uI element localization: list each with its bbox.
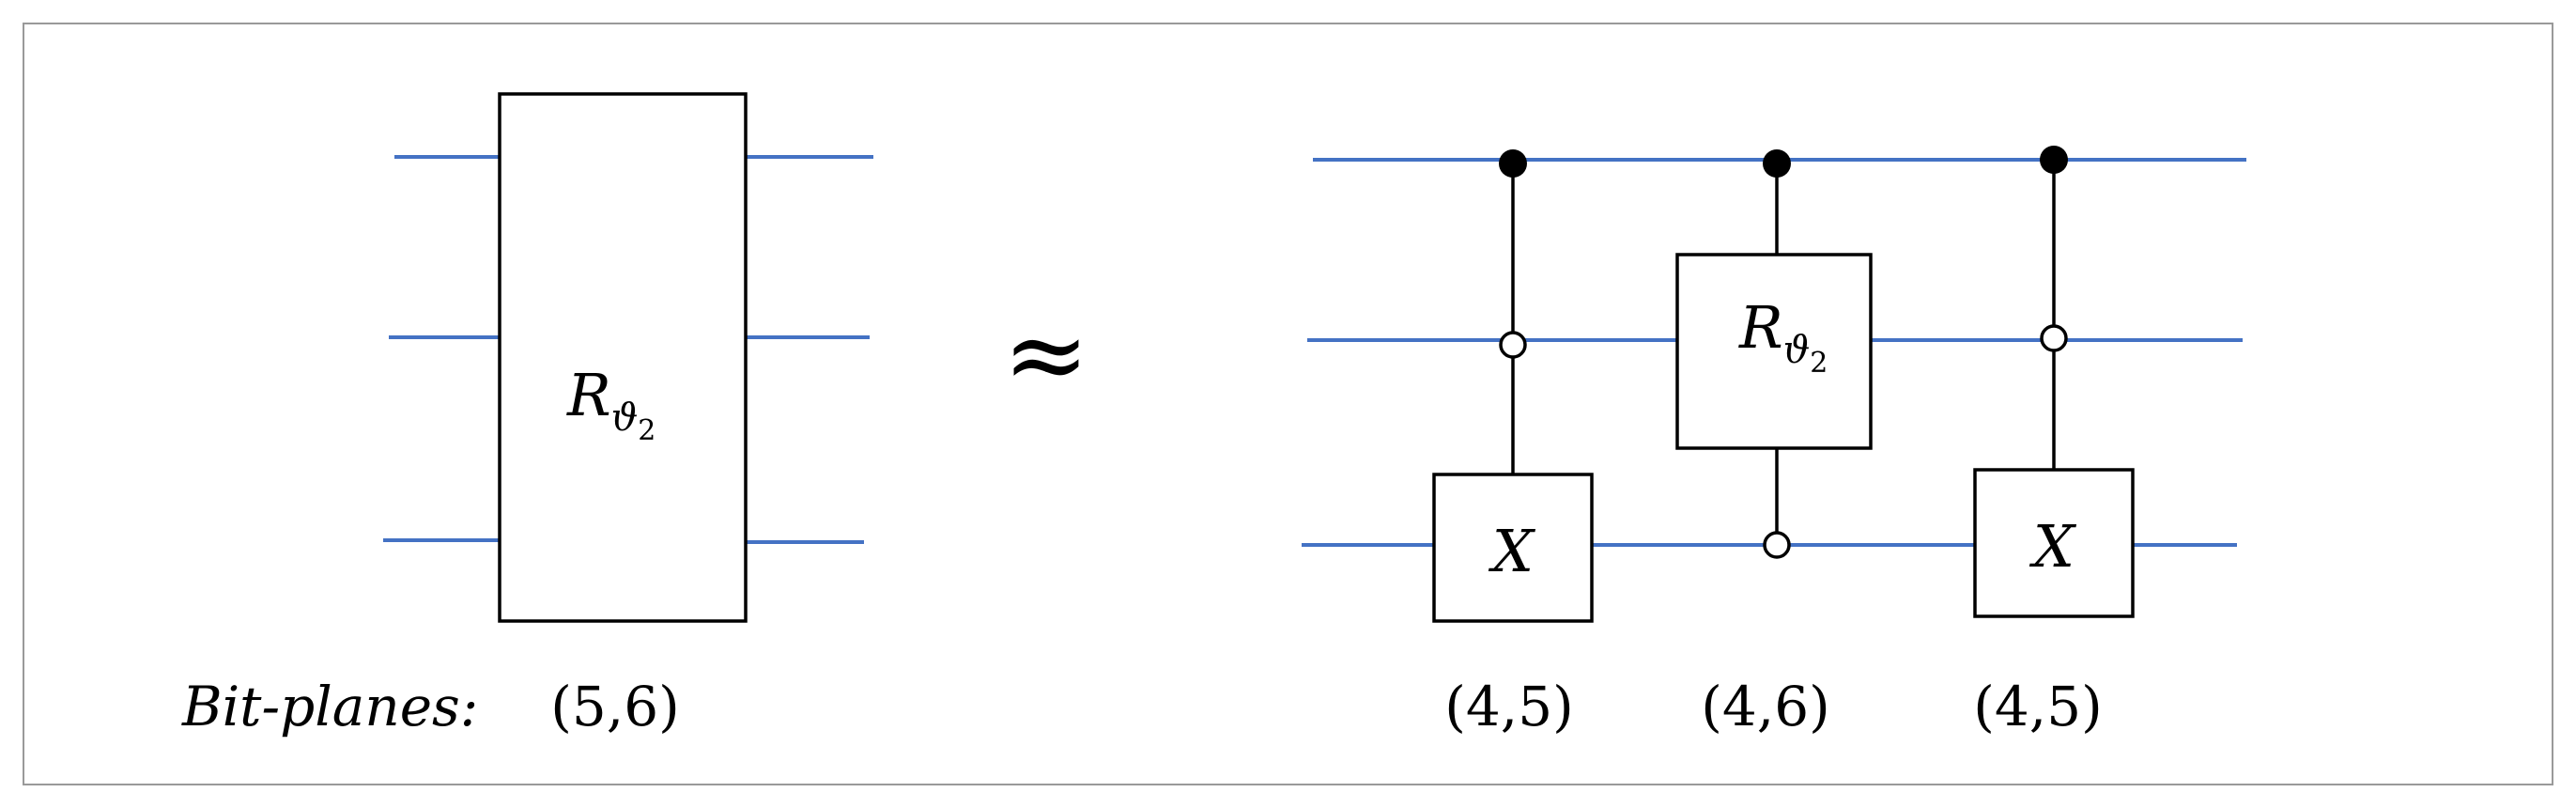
figure-frame — [23, 23, 2553, 785]
left-bit-planes-value: (5,6) — [550, 675, 680, 738]
gate3-filled-control — [2040, 146, 2068, 174]
left-r-gate — [498, 92, 748, 623]
right-circuit: X Rϑ2 X — [1302, 146, 2246, 623]
gate2-r-label: Rϑ2 — [1738, 293, 1828, 380]
gate3-x-box — [1973, 468, 2135, 618]
approx-symbol: ≈ — [1003, 294, 1089, 414]
gate2-bit-planes-value: (4,6) — [1701, 675, 1830, 738]
gate2-r-box — [1675, 253, 1873, 450]
gate3-bit-planes-value: (4,5) — [1973, 675, 2103, 738]
bit-planes-label: Bit-planes: — [181, 675, 478, 738]
gate1-open-control — [1499, 331, 1527, 359]
gate1-x-box — [1432, 473, 1594, 623]
gate2-open-control — [1763, 531, 1791, 559]
gate1-x-label: X — [1489, 517, 1536, 585]
gate1-bit-planes-value: (4,5) — [1444, 675, 1574, 738]
left-r-gate-label: Rϑ2 — [566, 361, 656, 447]
gate1-filled-control — [1499, 149, 1527, 178]
gate3-x-label: X — [2029, 512, 2077, 581]
left-circuit: Rϑ2 — [383, 92, 873, 623]
gate2-filled-control — [1763, 149, 1791, 178]
gate3-open-control — [2040, 324, 2068, 352]
